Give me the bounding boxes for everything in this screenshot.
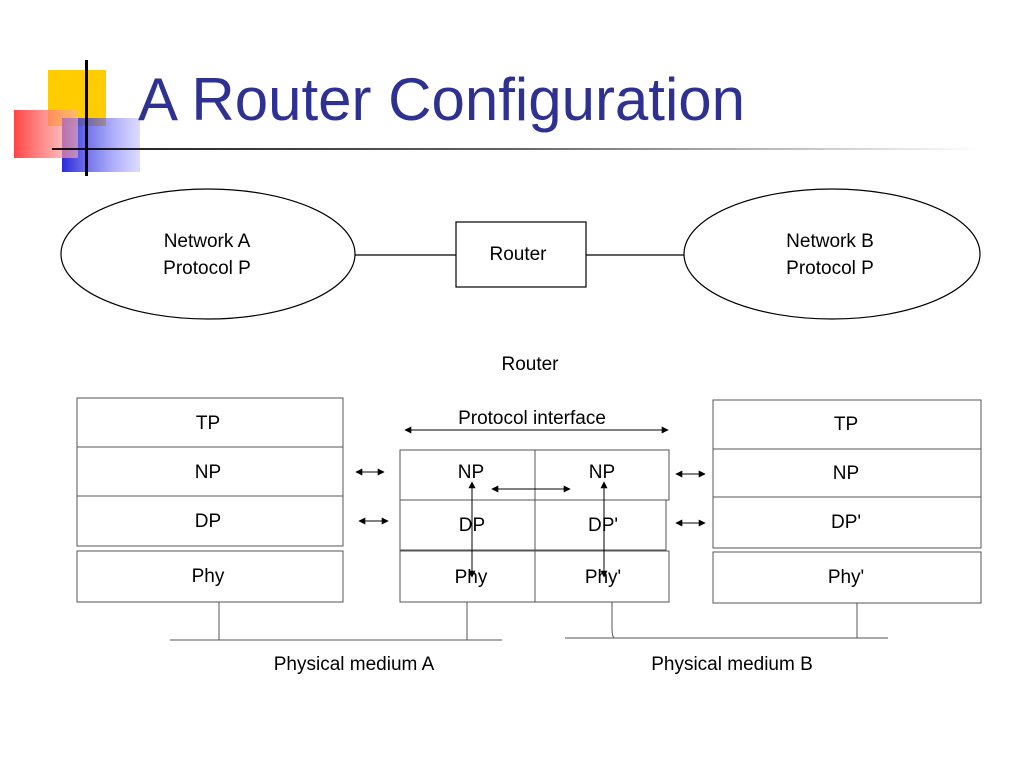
protocol-interface-label: Protocol interface xyxy=(458,408,606,429)
left-stack: TP NP DP Phy xyxy=(76,397,344,603)
deco-underline xyxy=(52,148,982,150)
physical-medium-a xyxy=(170,602,502,641)
deco-vertical-line xyxy=(85,60,88,176)
physical-medium-a-label: Physical medium A xyxy=(274,654,435,675)
right-stack: TP NP DP' Phy' xyxy=(712,399,982,604)
network-a-label: Network A xyxy=(164,231,251,252)
right-phy-layer: Phy' xyxy=(828,567,864,588)
router-right-phy-layer: Phy' xyxy=(585,567,621,588)
left-tp-layer: TP xyxy=(196,413,220,434)
left-phy-layer: Phy xyxy=(192,566,225,587)
network-b-protocol: Protocol P xyxy=(786,258,874,279)
network-a-node: Network A Protocol P xyxy=(60,188,356,320)
router-label: Router xyxy=(489,244,547,265)
physical-medium-b xyxy=(565,602,888,639)
physical-medium-b-label: Physical medium B xyxy=(651,654,813,675)
network-b-label: Network B xyxy=(786,231,874,252)
slide-title: A Router Configuration xyxy=(138,66,746,133)
left-dp-layer: DP xyxy=(195,511,221,532)
right-dp-layer: DP' xyxy=(831,512,861,533)
router-left-phy-layer: Phy xyxy=(455,567,488,588)
network-a-protocol: Protocol P xyxy=(163,258,251,279)
right-tp-layer: TP xyxy=(834,414,858,435)
slide-decoration xyxy=(14,60,982,176)
router-stack-label: Router xyxy=(501,354,559,375)
router-right-np-layer: NP xyxy=(589,462,615,483)
router-right-dp-layer: DP' xyxy=(588,515,618,536)
router-node: Router xyxy=(455,221,587,288)
network-b-node: Network B Protocol P xyxy=(683,188,981,320)
router-stack: NP DP Phy NP DP' Phy' xyxy=(399,449,670,603)
left-np-layer: NP xyxy=(195,462,221,483)
right-np-layer: NP xyxy=(833,463,859,484)
router-left-np-layer: NP xyxy=(458,462,484,483)
